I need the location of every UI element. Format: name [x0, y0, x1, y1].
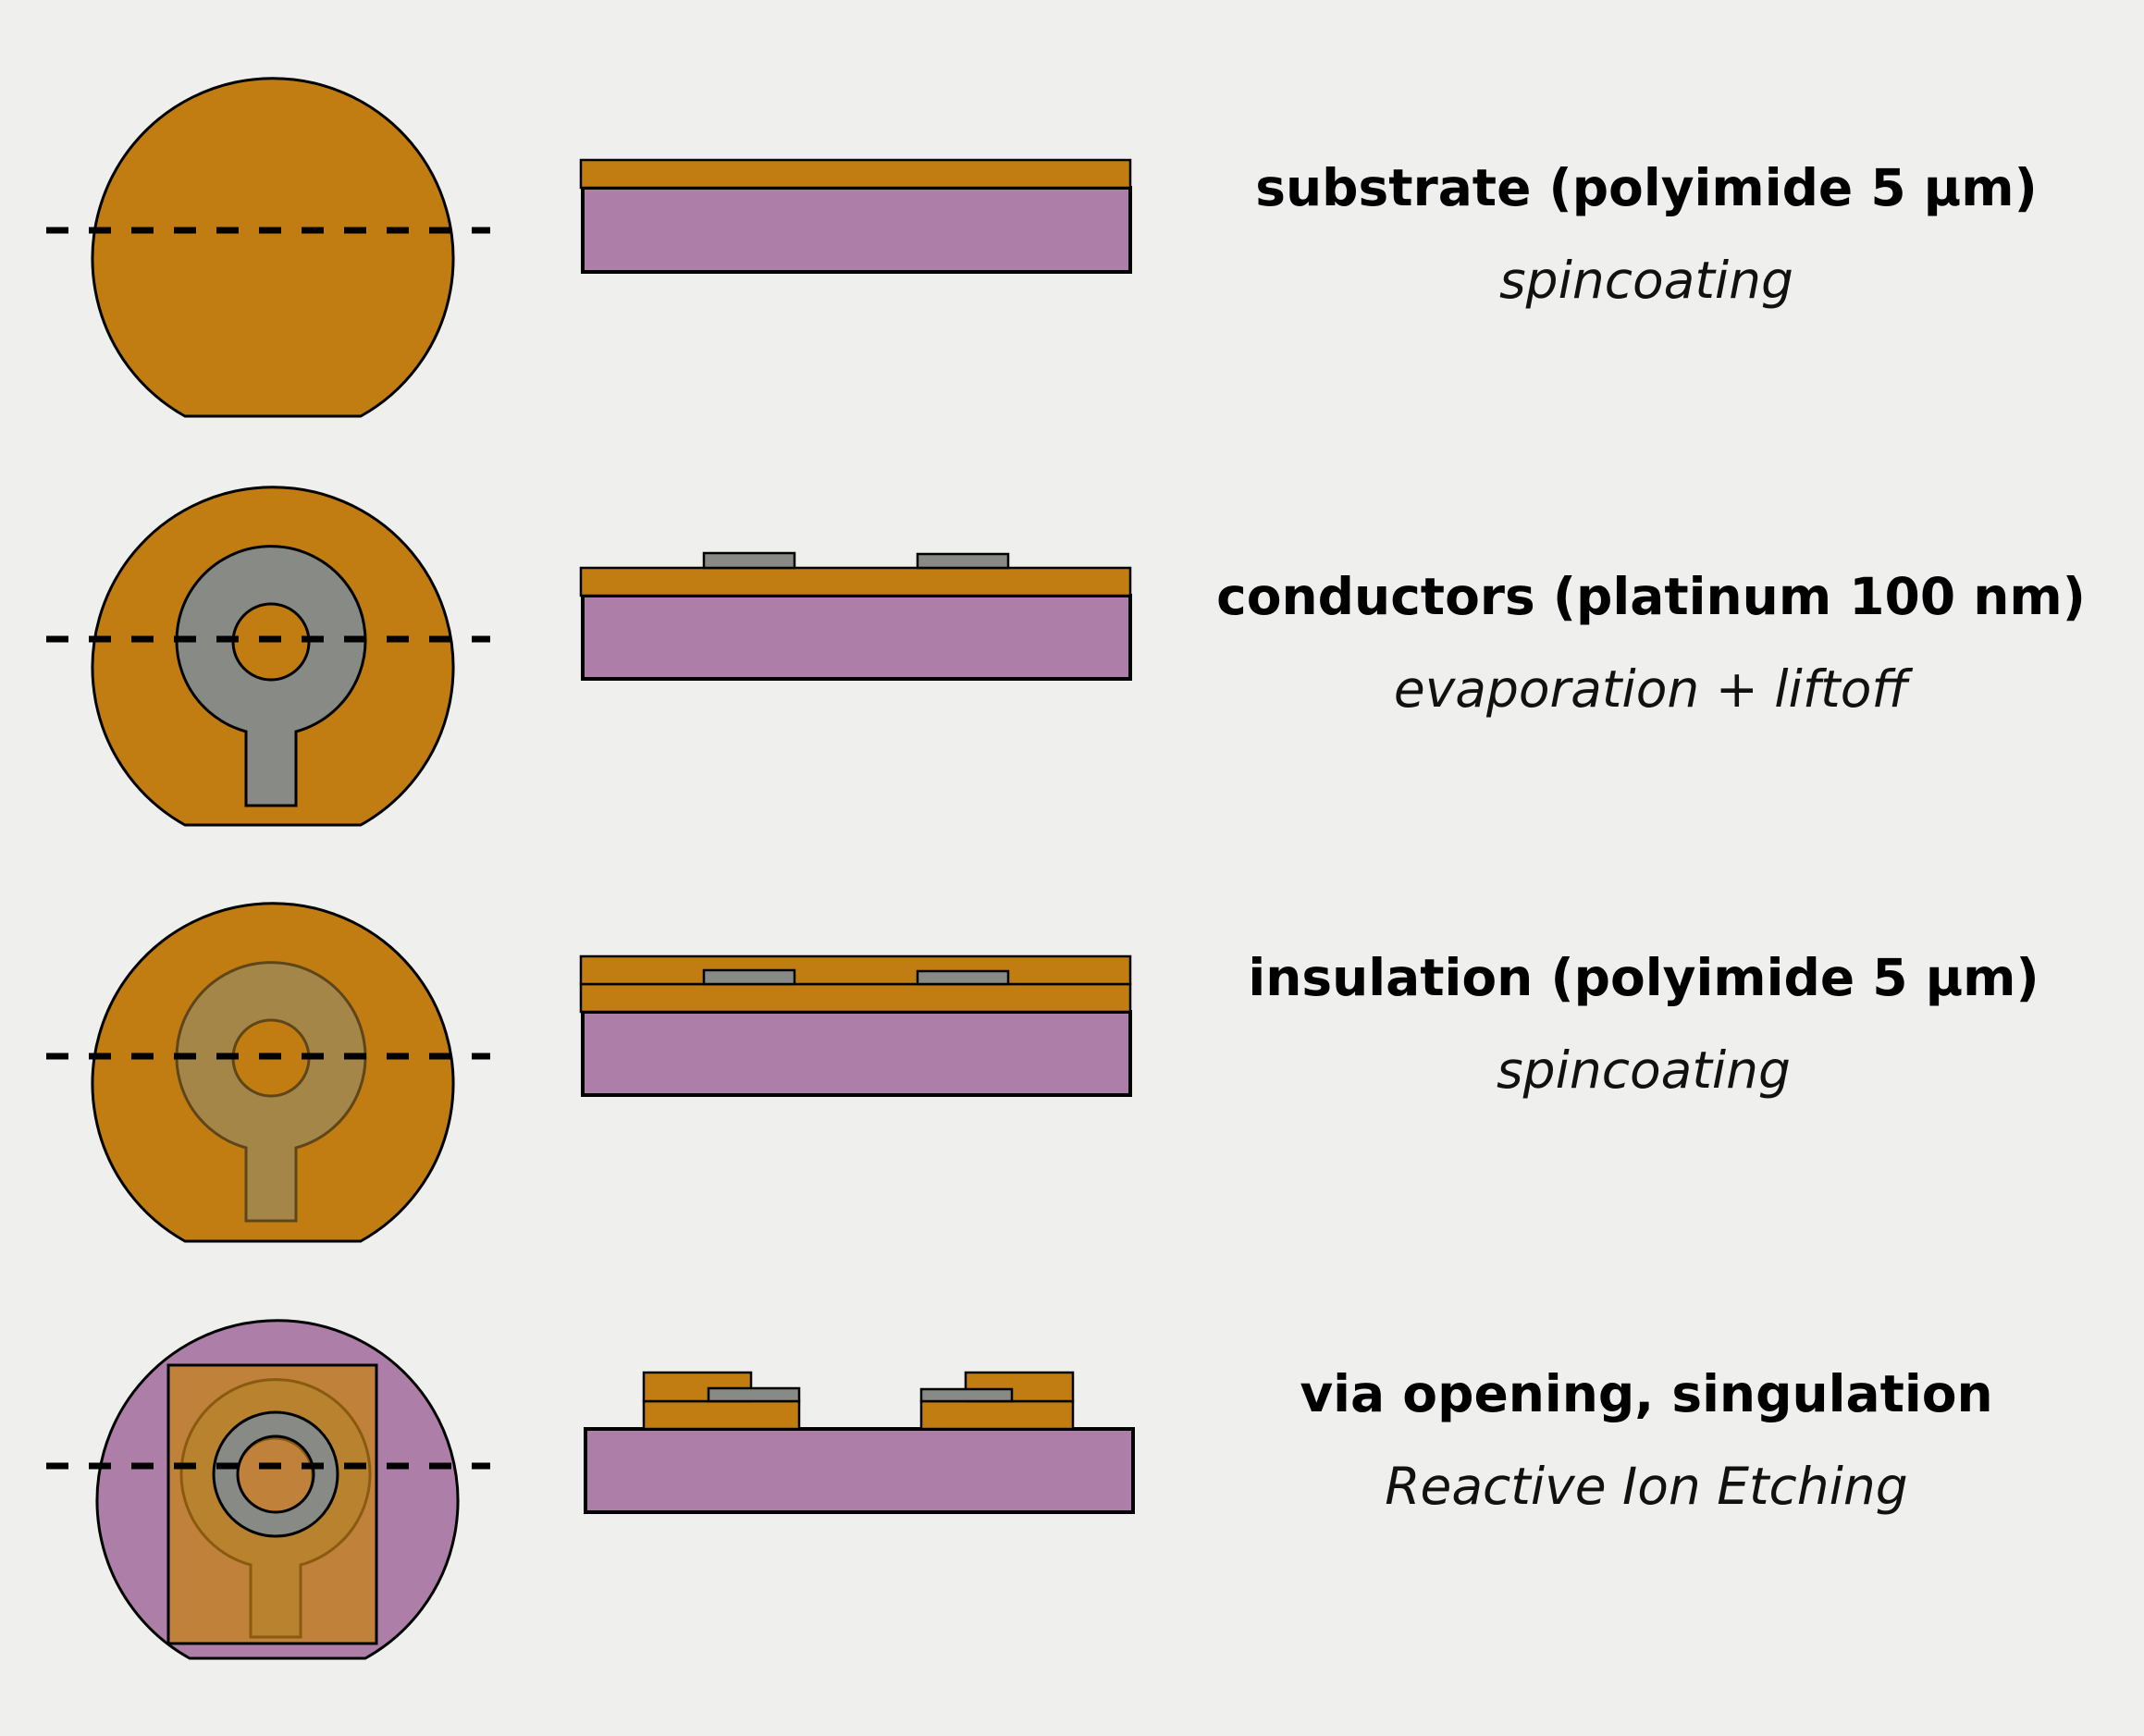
platinum-conductor-left — [702, 551, 796, 570]
step-4-title: via opening, singulation — [1300, 1364, 1992, 1423]
carrier-layer — [584, 1427, 1135, 1514]
platinum-via-right — [919, 1387, 1014, 1403]
polyimide-base-layer — [579, 158, 1132, 190]
step-1-title: substrate (polyimide 5 µm) — [1255, 158, 2037, 217]
carrier-layer — [581, 186, 1132, 274]
step-3-insulation: insulation (polyimide 5 µm) spincoating — [46, 902, 2039, 1243]
polyimide-insulation-layer — [579, 954, 1132, 986]
step-2-method: evaporation + liftoff — [1394, 659, 1914, 719]
polyimide-base-layer — [579, 566, 1132, 597]
step-4-method: Reactive Ion Etching — [1385, 1457, 1907, 1516]
platinum-conductor-left — [702, 968, 796, 986]
platinum-conductor-right — [916, 969, 1010, 986]
step-1-wafer-top-view — [46, 77, 490, 418]
step-2-wafer-top-view — [46, 486, 490, 827]
step-3-cross-section — [579, 954, 1132, 1097]
carrier-layer — [581, 1010, 1132, 1097]
step-4-via-opening: via opening, singulation Reactive Ion Et… — [46, 1319, 1993, 1660]
polyimide-insulation-left — [642, 1371, 753, 1403]
polyimide-wafer — [91, 77, 455, 418]
exposed-platinum-via — [212, 1410, 339, 1538]
step-3-title: insulation (polyimide 5 µm) — [1248, 948, 2039, 1007]
polyimide-wafer — [91, 902, 455, 1243]
step-3-wafer-top-view — [46, 902, 490, 1243]
platinum-via-left — [707, 1386, 801, 1403]
step-2-conductors: conductors (platinum 100 nm) evaporation… — [46, 486, 2086, 827]
step-3-method: spincoating — [1497, 1040, 1791, 1100]
platinum-conductor-right — [916, 552, 1010, 570]
polyimide-base-left — [642, 1399, 801, 1431]
step-1-substrate: substrate (polyimide 5 µm) spincoating — [46, 77, 2038, 418]
carrier-layer — [581, 594, 1132, 681]
polyimide-base-right — [919, 1399, 1075, 1431]
step-2-cross-section — [579, 551, 1132, 681]
step-1-method: spincoating — [1499, 251, 1793, 310]
step-4-wafer-top-view — [46, 1319, 490, 1660]
polyimide-base-layer — [579, 982, 1132, 1014]
step-2-title: conductors (platinum 100 nm) — [1216, 567, 2086, 626]
polyimide-wafer — [91, 486, 455, 827]
step-4-cross-section — [584, 1371, 1135, 1514]
step-1-cross-section — [579, 158, 1132, 274]
